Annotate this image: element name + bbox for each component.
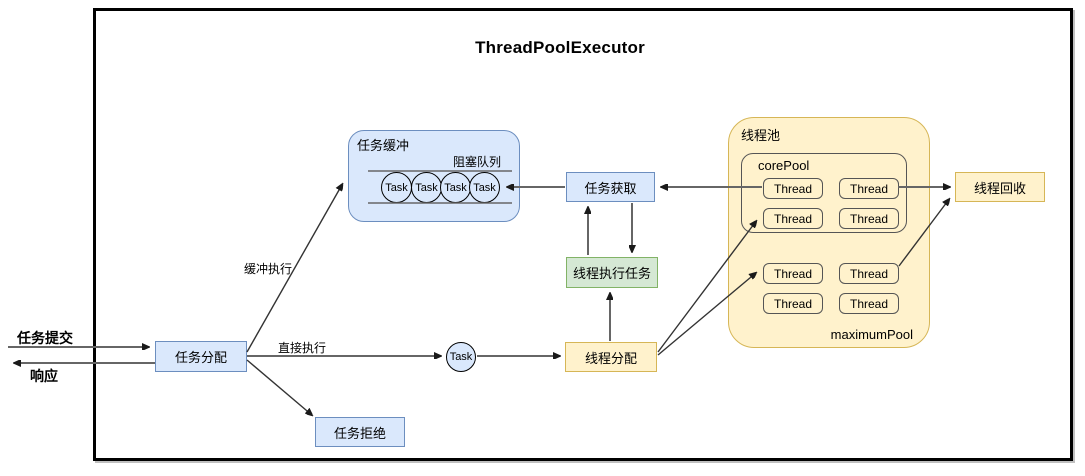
max-thread: Thread bbox=[763, 293, 823, 314]
core-thread: Thread bbox=[839, 208, 899, 229]
task-submit-label: 任务提交 bbox=[17, 330, 73, 346]
queue-task-circle: Task bbox=[411, 172, 442, 203]
node-thread-recycle: 线程回收 bbox=[955, 172, 1045, 202]
core-thread: Thread bbox=[839, 178, 899, 199]
queue-task-circle: Task bbox=[469, 172, 500, 203]
node-task-fetch-label: 任务获取 bbox=[584, 180, 637, 196]
core-pool-group: corePool bbox=[741, 153, 907, 233]
thread-pool-label: 线程池 bbox=[741, 128, 781, 143]
mid-task-circle: Task bbox=[446, 342, 476, 372]
core-pool-label: corePool bbox=[758, 158, 810, 173]
node-task-fetch: 任务获取 bbox=[566, 172, 655, 202]
queue-task-circle: Task bbox=[440, 172, 471, 203]
node-task-dispatch: 任务分配 bbox=[155, 341, 247, 372]
max-thread: Thread bbox=[839, 263, 899, 284]
diagram-title: ThreadPoolExecutor bbox=[475, 38, 645, 57]
edge-label-buffered-exec: 缓冲执行 bbox=[244, 262, 293, 276]
node-task-reject: 任务拒绝 bbox=[315, 417, 405, 447]
node-thread-execute-label: 线程执行任务 bbox=[572, 266, 651, 281]
node-task-buffer-label: 任务缓冲 bbox=[357, 138, 410, 153]
node-thread-pool: 线程池 maximumPool corePool Thread Thread T… bbox=[728, 117, 930, 348]
max-thread: Thread bbox=[763, 263, 823, 284]
maximum-pool-label: maximumPool bbox=[830, 327, 913, 342]
node-task-reject-label: 任务拒绝 bbox=[333, 425, 386, 441]
node-thread-execute: 线程执行任务 bbox=[566, 257, 658, 288]
core-thread: Thread bbox=[763, 208, 823, 229]
node-thread-dispatch: 线程分配 bbox=[565, 342, 657, 372]
max-thread: Thread bbox=[839, 293, 899, 314]
core-thread: Thread bbox=[763, 178, 823, 199]
queue-task-circle: Task bbox=[381, 172, 412, 203]
edge-label-direct-exec: 直接执行 bbox=[278, 341, 327, 355]
node-thread-recycle-label: 线程回收 bbox=[973, 180, 1026, 196]
response-label: 响应 bbox=[30, 368, 58, 384]
blocking-queue-label: 阻塞队列 bbox=[452, 155, 501, 169]
node-thread-dispatch-label: 线程分配 bbox=[584, 350, 637, 366]
node-task-dispatch-label: 任务分配 bbox=[174, 350, 227, 365]
